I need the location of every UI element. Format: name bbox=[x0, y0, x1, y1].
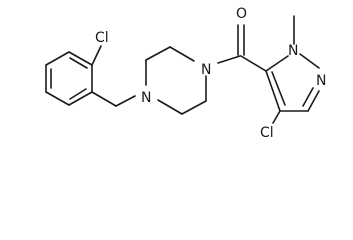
bond-pyr-3 bbox=[307, 90, 320, 112]
piperazine-ring bbox=[145, 46, 207, 115]
bond-ch2-n bbox=[115, 95, 136, 107]
pyrazole-ring bbox=[265, 53, 320, 112]
bond-ring-ch2 bbox=[91, 91, 117, 107]
bond-n-carbonyl bbox=[217, 55, 241, 64]
structure-canvas: Cl N N O N N Cl bbox=[45, 6, 326, 141]
bond-pip-5 bbox=[181, 100, 207, 115]
benzene-ring bbox=[45, 51, 93, 106]
bond-c-cl-top bbox=[91, 45, 102, 66]
bond-pip-2 bbox=[145, 46, 171, 61]
bond-pip-6 bbox=[157, 99, 183, 115]
bond-carbonyl-pyrazole bbox=[240, 55, 267, 72]
bond-benzene-3 bbox=[68, 91, 93, 106]
bond-pip-3 bbox=[169, 46, 195, 62]
bond-benzene-6 bbox=[45, 51, 70, 66]
bond-pyr-5 bbox=[265, 70, 281, 112]
atom-n-pyrazole: N bbox=[316, 73, 326, 89]
atom-cl-bottom: Cl bbox=[260, 125, 274, 141]
atom-n-pyrazole-methyl: N bbox=[288, 43, 298, 59]
bond-c-cl-bottom bbox=[272, 110, 281, 124]
bond-benzene-double-2 bbox=[69, 88, 87, 100]
bond-benzene-1 bbox=[68, 51, 93, 66]
atom-n-piperazine-right: N bbox=[201, 62, 211, 78]
bond-benzene-double-1 bbox=[69, 57, 88, 69]
bond-pyr-3-double bbox=[302, 87, 314, 107]
bond-benzene-4 bbox=[45, 91, 70, 106]
bond-pyr-5-double bbox=[271, 71, 286, 106]
chemical-structure: Cl N N O N N Cl bbox=[45, 6, 326, 141]
atom-n-piperazine-left: N bbox=[141, 90, 151, 106]
atom-o-carbonyl: O bbox=[236, 6, 247, 22]
bond-pyr-1 bbox=[265, 55, 289, 72]
atom-cl-top: Cl bbox=[95, 30, 109, 46]
bond-pyr-2 bbox=[299, 53, 320, 69]
